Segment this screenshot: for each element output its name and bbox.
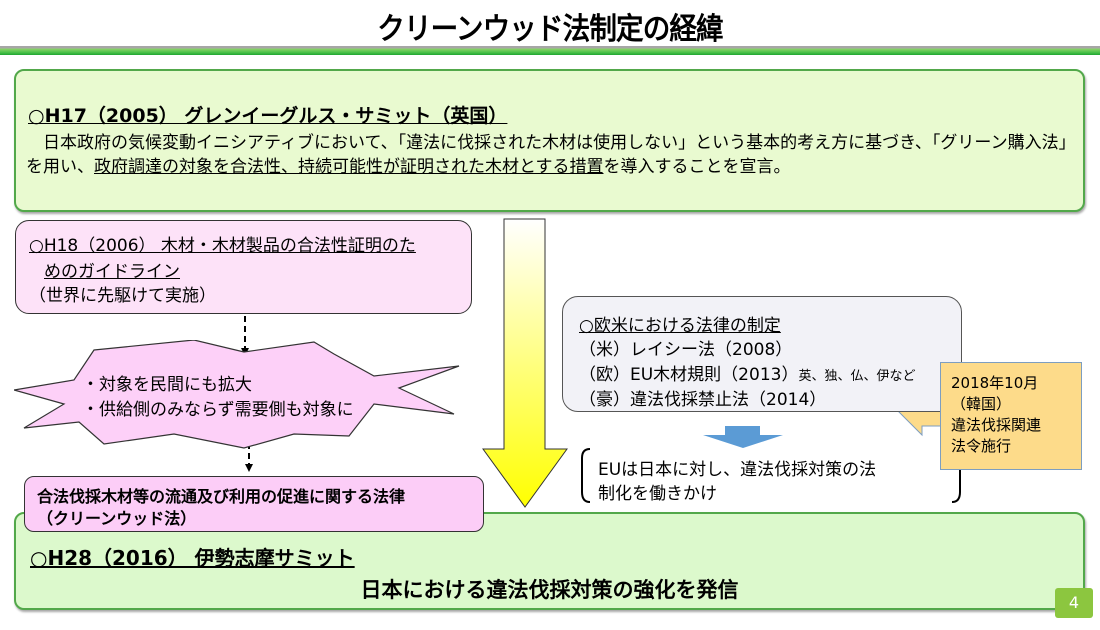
- body-part1: 日本政府の気候変動イニシアティブにおいて、「違法に伐採された木材は使用しない」と…: [26, 133, 1076, 177]
- yellow-down-arrow: [482, 218, 568, 508]
- eu-law: （欧）EU木材規則（2013）英、独、仏、伊など: [579, 360, 915, 385]
- starburst-shape: [14, 340, 460, 449]
- summit-2005-body: 日本政府の気候変動イニシアティブにおいて、「違法に伐採された木材は使用しない」と…: [26, 131, 1076, 179]
- guideline-line1: ○H18（2006） 木材・木材製品の合法性証明のた: [29, 236, 416, 256]
- eu-note-line2: 制化を働きかけ: [598, 484, 717, 504]
- box-clean-wood-act: 合法伐採木材等の流通及び利用の促進に関する法律 （クリーンウッド法）: [24, 476, 484, 532]
- page-title: クリーンウッド法制定の経緯: [377, 12, 723, 47]
- western-laws-heading: ○欧米における法律の制定: [579, 316, 781, 336]
- page-number: 4: [1055, 588, 1093, 618]
- box-2006-guideline: ○H18（2006） 木材・木材製品の合法性証明のた めのガイドライン （世界に…: [15, 220, 472, 314]
- burst-text: ・対象を民間にも拡大 ・供給側のみならず需要側も対象に: [82, 373, 354, 423]
- law-line2: （クリーンウッド法）: [37, 509, 197, 528]
- burst-item: ・供給側のみならず需要側も対象に: [82, 400, 354, 420]
- summit-2005-heading: ○H17（2005） グレンイーグルス・サミット（英国）: [28, 105, 508, 127]
- box-2005-summit: ○H17（2005） グレンイーグルス・サミット（英国） 日本政府の気候変動イニ…: [14, 69, 1085, 212]
- summit-2016-heading: ○H28（2016） 伊勢志摩サミット: [30, 546, 355, 570]
- title-divider: [0, 46, 1100, 55]
- blue-down-arrow: [703, 426, 783, 448]
- body-underlined: 政府調達の対象を合法性、持続可能性が証明された木材とする措置: [94, 157, 604, 177]
- eu-note: EUは日本に対し、違法伐採対策の法 制化を働きかけ: [598, 458, 876, 506]
- eu-law-countries: 英、独、仏、伊など: [798, 369, 916, 384]
- guideline-line3: （世界に先駆けて実施）: [29, 286, 216, 306]
- eu-law-text: （欧）EU木材規則（2013）: [579, 365, 799, 385]
- summit-2016-body: 日本における違法伐採対策の強化を発信: [360, 578, 739, 602]
- korea-callout: 2018年10月 （韓国） 違法伐採関連 法令施行: [940, 362, 1082, 470]
- box-western-laws: ○欧米における法律の制定 （米）レイシー法（2008） （欧）EU木材規則（20…: [562, 296, 962, 412]
- eu-note-line1: EUは日本に対し、違法伐採対策の法: [598, 460, 877, 480]
- au-law: （豪）違法伐採禁止法（2014）: [579, 390, 827, 410]
- law-line1: 合法伐採木材等の流通及び利用の促進に関する法律: [37, 487, 406, 506]
- guideline-line2: めのガイドライン: [44, 262, 180, 282]
- korea-line: 違法伐採関連: [951, 416, 1042, 434]
- burst-item: ・対象を民間にも拡大: [82, 375, 252, 395]
- korea-line: （韓国）: [951, 395, 1012, 413]
- left-bracket: [581, 448, 591, 503]
- korea-line: 法令施行: [951, 437, 1012, 455]
- body-part2: を導入することを宣言。: [603, 157, 791, 177]
- korea-line: 2018年10月: [951, 374, 1039, 392]
- us-law: （米）レイシー法（2008）: [579, 340, 793, 360]
